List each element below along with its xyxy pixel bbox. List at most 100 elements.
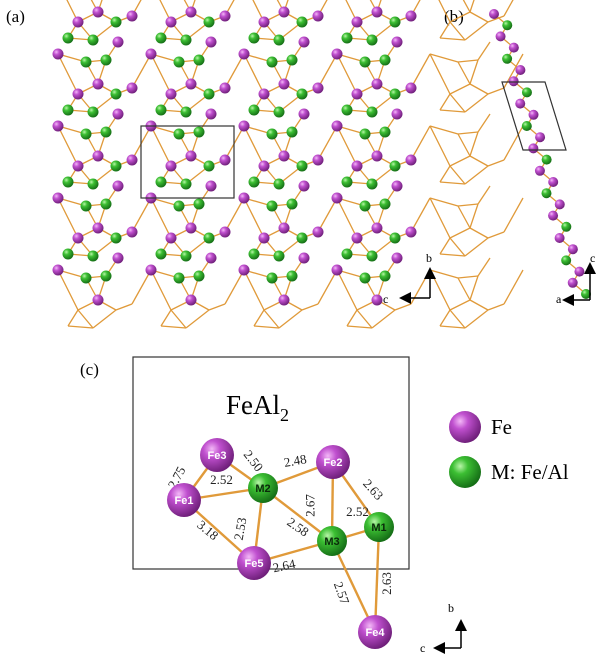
m-atom — [173, 272, 185, 284]
lattice-bond — [462, 0, 471, 13]
fe-atom — [495, 31, 506, 42]
lattice-bond — [131, 0, 142, 17]
lattice-bond — [449, 11, 471, 23]
fe-atom — [52, 264, 64, 276]
lattice-bond — [477, 257, 491, 277]
fe-atom — [52, 48, 64, 60]
fe-atom — [185, 6, 197, 18]
lattice-bond — [487, 159, 505, 167]
m-atom — [541, 188, 552, 199]
m-atom — [155, 248, 167, 260]
lattice-bond — [477, 185, 491, 205]
lattice-bond — [449, 237, 466, 257]
m-atom — [502, 20, 513, 31]
atom-m2 — [248, 473, 278, 503]
fe-atom — [312, 226, 324, 238]
atom-label-fe3: Fe3 — [208, 450, 227, 462]
lattice-bond — [66, 0, 79, 23]
lattice-bond — [469, 0, 475, 13]
lattice-bond — [457, 275, 479, 279]
m-atom — [541, 154, 552, 165]
bond-length-label: 2.52 — [346, 504, 369, 519]
fe-atom — [331, 192, 343, 204]
fe-atom — [528, 109, 539, 120]
m-atom — [521, 121, 532, 131]
fe-atom — [391, 252, 403, 264]
fe-atom — [298, 36, 310, 48]
m-atom — [87, 250, 99, 262]
legend-m-swatch — [449, 456, 481, 488]
lattice-bond — [429, 269, 459, 279]
atom-label-m3: M3 — [324, 536, 339, 548]
m-atom — [173, 56, 185, 68]
m-atom — [379, 198, 391, 210]
fe-atom — [278, 222, 290, 234]
lattice-bond — [160, 325, 187, 329]
fe-atom — [278, 78, 290, 90]
m-atom — [366, 178, 378, 190]
m-atom — [203, 232, 215, 244]
atom-m3 — [317, 526, 347, 556]
m-atom — [110, 160, 122, 172]
m-atom — [155, 104, 167, 116]
lattice-bond — [449, 299, 471, 311]
lattice-bond — [487, 303, 505, 311]
panel-b-axis-c: c — [590, 251, 595, 265]
m-atom — [521, 87, 532, 98]
lattice-bond — [429, 197, 451, 239]
fe-atom — [112, 36, 124, 48]
m-atom — [110, 16, 122, 28]
m-atom — [203, 88, 215, 100]
m-atom — [296, 16, 308, 28]
lattice-bond — [336, 269, 358, 311]
lattice-bond — [317, 0, 328, 17]
m-atom — [87, 178, 99, 190]
lattice-bond — [503, 125, 524, 161]
lattice-bond — [457, 133, 471, 157]
fe-atom — [72, 160, 84, 172]
m-atom — [366, 34, 378, 46]
fe-atom — [205, 108, 217, 120]
lattice-bond — [464, 93, 489, 113]
fe-atom — [112, 180, 124, 192]
lattice-bond — [464, 165, 489, 185]
panel-b-axis-a: a — [556, 292, 562, 306]
lattice-bond — [457, 277, 471, 301]
m-atom — [341, 32, 353, 44]
panel-c-axis-b: b — [448, 601, 454, 615]
lattice-bond — [278, 309, 303, 329]
atom-fe3 — [200, 438, 234, 472]
lattice-bond — [469, 299, 489, 311]
lattice-bond — [503, 197, 524, 233]
m-atom — [80, 200, 92, 212]
m-atom — [379, 54, 391, 66]
fe-atom — [185, 294, 197, 306]
m-atom — [359, 272, 371, 284]
atom-fe4 — [358, 615, 392, 649]
fe-atom — [298, 252, 310, 264]
fe-atom — [312, 154, 324, 166]
m-atom — [248, 104, 260, 116]
fe-atom — [405, 154, 417, 166]
fe-atom — [331, 48, 343, 60]
fe-atom — [165, 160, 177, 172]
fe-atom — [515, 65, 526, 75]
lattice-bond — [457, 131, 479, 135]
fe-atom — [112, 252, 124, 264]
fe-atom — [548, 210, 559, 221]
panel-b-unit-cell — [501, 81, 567, 151]
m-atom — [561, 255, 572, 266]
fe-atom — [72, 232, 84, 244]
m-atom — [193, 198, 205, 210]
lattice-bond — [439, 325, 466, 329]
lattice-bond — [439, 37, 466, 41]
m-atom — [62, 176, 74, 188]
panel-c-label: (c) — [80, 360, 99, 379]
fe-atom — [515, 98, 526, 109]
lattice-bond — [449, 309, 466, 329]
m-atom — [341, 104, 353, 116]
lattice-bond — [439, 93, 451, 111]
m-atom — [173, 200, 185, 212]
lattice-bond — [356, 309, 373, 329]
fe-atom — [554, 233, 565, 243]
